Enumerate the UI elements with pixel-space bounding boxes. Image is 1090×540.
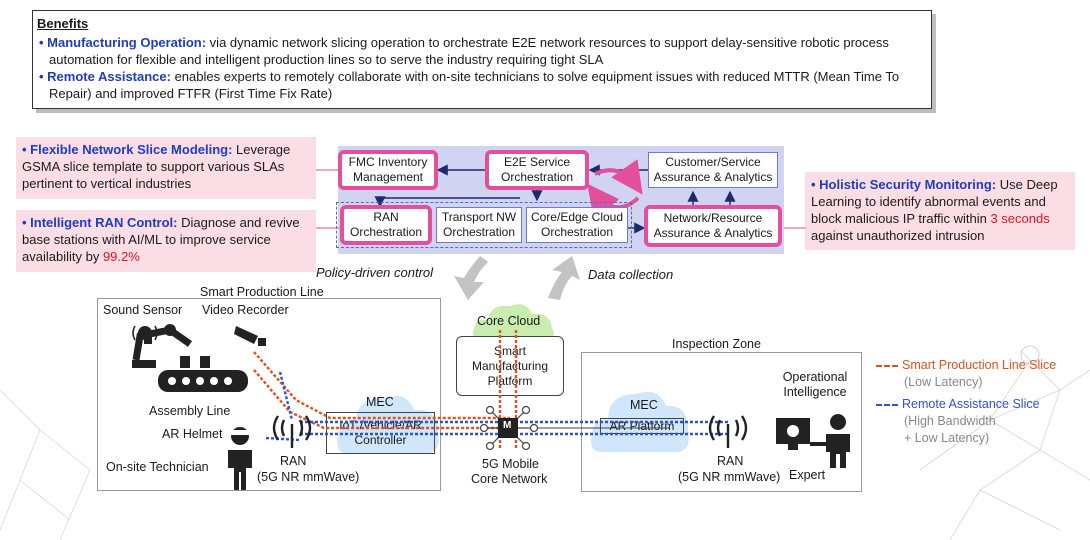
note-ran-control: • Intelligent RAN Control: Diagnose and … xyxy=(16,210,316,272)
fmc-inventory-box: FMC Inventory Management xyxy=(338,150,438,190)
legend-remote-sub1: (High Bandwidth xyxy=(904,414,996,428)
note-security: • Holistic Security Monitoring: Use Deep… xyxy=(805,172,1075,250)
customer-assurance-box: Customer/Service Assurance & Analytics xyxy=(648,152,778,188)
benefit-text: enables experts to remotely collaborate … xyxy=(49,69,900,101)
technician-label: On-site Technician xyxy=(106,460,209,474)
robot-arm-icon xyxy=(132,324,248,392)
ran-label-left: RAN xyxy=(280,454,307,468)
transport-orchestration-box: Transport NW Orchestration xyxy=(436,207,522,243)
mec-right-label: MEC xyxy=(630,398,658,412)
note-text: Diagnose and revive base stations with A… xyxy=(22,215,300,264)
core-network-sub: Core Network xyxy=(471,472,548,486)
production-zone-title: Smart Production Line xyxy=(200,285,324,299)
benefit-head: Remote Assistance: xyxy=(47,69,171,84)
legend-remote-slice: Remote Assistance Slice xyxy=(876,396,1056,413)
expert-workstation-icon xyxy=(776,414,850,468)
benefits-box: Benefits • Manufacturing Operation: via … xyxy=(32,10,932,109)
e2e-orchestration-box: E2E Service Orchestration xyxy=(485,150,589,190)
network-assurance-box: Network/Resource Assurance & Analytics xyxy=(644,205,782,247)
domain-orchestration-group xyxy=(336,202,632,248)
decorative-network-graphic-left xyxy=(0,389,91,540)
technician-icon xyxy=(228,427,252,490)
mec-left-label: MEC xyxy=(366,395,394,409)
legend-smart-slice: Smart Production Line Slice xyxy=(876,357,1056,374)
core-network-label: 5G Mobile xyxy=(482,457,539,471)
mec-cloud-right-icon xyxy=(591,391,689,452)
benefit-item-manufacturing: • Manufacturing Operation: via dynamic n… xyxy=(39,35,889,67)
legend: Smart Production Line Slice (Low Latency… xyxy=(876,357,1056,447)
note-head: Flexible Network Slice Modeling: xyxy=(30,142,233,157)
core-cloud-label: Core Cloud xyxy=(477,314,541,328)
inspection-zone-title: Inspection Zone xyxy=(672,337,761,351)
ar-helmet-label: AR Helmet xyxy=(162,427,223,441)
note-text: Leverage GSMA slice template to support … xyxy=(22,142,291,191)
video-camera-icon xyxy=(234,326,266,346)
flow-arrows xyxy=(454,256,580,300)
mec-cloud-left-icon xyxy=(337,395,439,454)
smart-platform-box: Smart Manufacturing Platform xyxy=(456,336,564,396)
assembly-line-label: Assembly Line xyxy=(149,404,231,418)
ran-sub-left: (5G NR mmWave) xyxy=(257,470,360,484)
note-head: Intelligent RAN Control: xyxy=(30,215,178,230)
core-m-node-label: M xyxy=(503,420,512,431)
note-head: Holistic Security Monitoring: xyxy=(819,177,997,192)
expert-label: Expert xyxy=(789,468,826,482)
sound-sensor-icon xyxy=(132,325,158,341)
orchestration-connectors xyxy=(316,159,806,234)
data-collection-label: Data collection xyxy=(588,267,674,282)
note-text-tail: against unauthorized intrusion xyxy=(811,228,985,243)
core-cloud-icon xyxy=(473,304,554,340)
benefit-item-remote: • Remote Assistance: enables experts to … xyxy=(39,69,900,101)
video-recorder-label: Video Recorder xyxy=(202,303,289,317)
benefit-head: Manufacturing Operation: xyxy=(47,35,207,50)
policy-control-label: Policy-driven control xyxy=(316,265,434,280)
benefit-text: via dynamic network slicing operation to… xyxy=(49,35,889,67)
note-slice-modeling: • Flexible Network Slice Modeling: Lever… xyxy=(16,137,316,199)
benefits-title: Benefits xyxy=(37,16,89,31)
note-highlight: 3 seconds xyxy=(990,211,1050,226)
sound-sensor-label: Sound Sensor xyxy=(103,303,183,317)
note-highlight: 99.2% xyxy=(102,249,140,264)
decorative-network-graphic xyxy=(919,345,1090,540)
note-text: Use Deep Learning to identify abnormal e… xyxy=(811,177,1058,226)
ran-sub-right: (5G NR mmWave) xyxy=(678,470,781,484)
legend-remote-sub2: + Low Latency) xyxy=(904,431,990,445)
ran-label-right: RAN xyxy=(717,454,744,468)
legend-smart-label: Smart Production Line Slice xyxy=(902,358,1057,372)
op-intelligence-label: Operational Intelligence xyxy=(782,370,848,399)
legend-smart-sub: (Low Latency) xyxy=(904,375,983,389)
ran-orchestration-box: RAN Orchestration xyxy=(340,205,432,245)
core-edge-orchestration-box: Core/Edge Cloud Orchestration xyxy=(526,207,628,243)
legend-remote-label: Remote Assistance Slice xyxy=(902,397,1040,411)
slice-connections xyxy=(253,330,748,451)
